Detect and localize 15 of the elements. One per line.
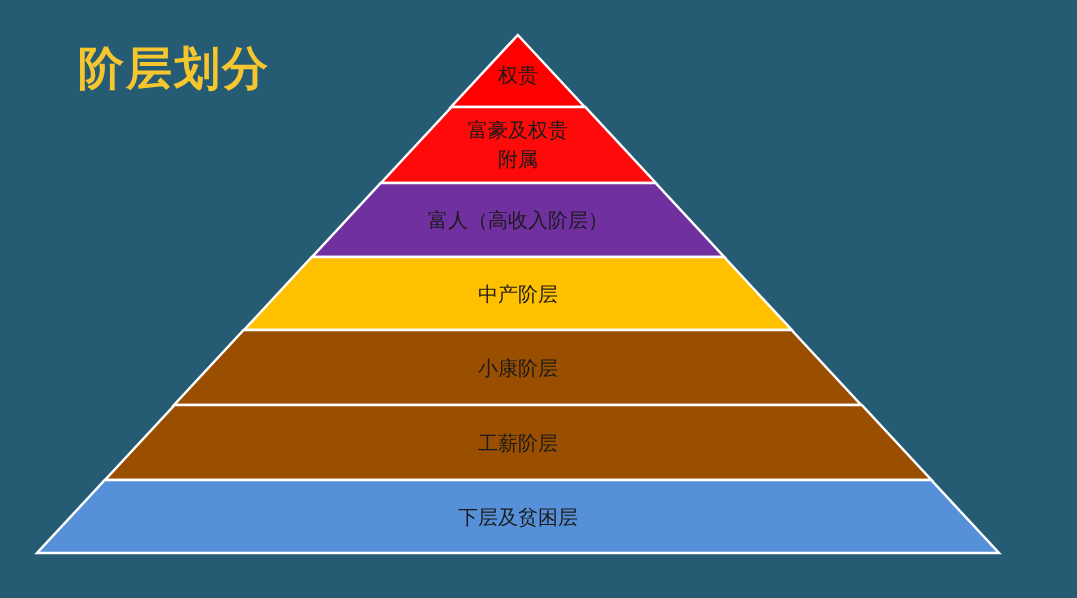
pyramid-tier bbox=[174, 330, 862, 405]
tier-label: 富人（高收入阶层） bbox=[427, 206, 609, 234]
tier-label: 下层及贫困层 bbox=[457, 503, 579, 530]
pyramid-tier bbox=[380, 107, 656, 183]
pyramid-tier bbox=[104, 405, 932, 480]
pyramid-tier bbox=[311, 183, 725, 257]
tier-label: 富豪及权贵附属 bbox=[467, 117, 569, 173]
pyramid-apex bbox=[451, 35, 585, 107]
pyramid-tier bbox=[244, 257, 792, 330]
pyramid-tier bbox=[37, 480, 999, 553]
slide-title: 阶层划分 bbox=[78, 40, 270, 97]
tier-label: 小康阶层 bbox=[477, 354, 559, 381]
tier-label: 权贵 bbox=[497, 61, 539, 89]
tier-label: 工薪阶层 bbox=[477, 429, 559, 456]
tier-label: 中产阶层 bbox=[477, 280, 559, 307]
